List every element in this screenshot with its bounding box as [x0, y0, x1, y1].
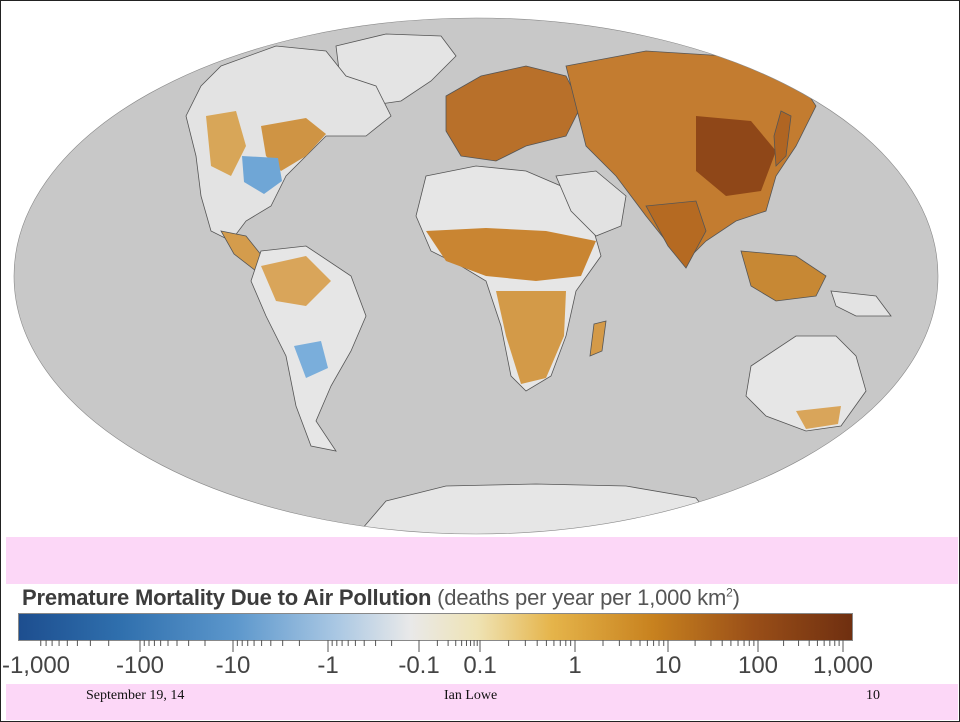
japan — [773, 110, 792, 167]
legend-tick-label: 10 — [654, 652, 682, 679]
europe — [445, 65, 582, 162]
na-pollution-west — [206, 111, 246, 176]
legend-tick-label: 1 — [568, 652, 582, 679]
sa-negative — [294, 341, 328, 378]
legend-unit: (deaths per year per 1,000 km2) — [437, 585, 740, 610]
legend-tick-label: -0.1 — [398, 652, 440, 679]
new-guinea — [830, 290, 892, 317]
sa-pollution — [261, 256, 331, 306]
madagascar — [589, 320, 607, 357]
legend-tick-label: 1,000 — [812, 652, 874, 679]
highlight-band-bottom — [6, 684, 958, 720]
legend-tick-label: 0.1 — [463, 652, 497, 679]
world-map — [13, 17, 939, 535]
legend-color-scale — [18, 613, 853, 641]
footer-date: September 19, 14 — [86, 688, 185, 703]
footer-author: Ian Lowe — [444, 688, 498, 703]
legend-tick-label: -10 — [215, 652, 251, 679]
se-asia — [740, 250, 827, 302]
na-negative — [242, 156, 282, 194]
africa-south-pollution — [496, 291, 566, 384]
arabia — [555, 170, 627, 237]
australia-pollution — [796, 406, 841, 429]
legend-tick-label: 100 — [737, 652, 779, 679]
legend-tick-label: -100 — [115, 652, 165, 679]
asia-india — [645, 200, 707, 269]
na-pollution-east — [261, 118, 326, 171]
legend-tick-label: -1 — [317, 652, 339, 679]
legend-tick-label: -1,000 — [1, 652, 71, 679]
footer-page-number: 10 — [866, 688, 880, 703]
legend-title-text: Premature Mortality Due to Air Pollution — [22, 585, 432, 610]
africa-sahel-pollution — [426, 228, 596, 281]
highlight-band-top — [6, 537, 958, 584]
new-zealand — [892, 430, 909, 462]
legend-tick-marks — [40, 640, 844, 652]
asia-china-high — [696, 116, 776, 196]
legend-title: Premature Mortality Due to Air Pollution… — [22, 585, 740, 611]
